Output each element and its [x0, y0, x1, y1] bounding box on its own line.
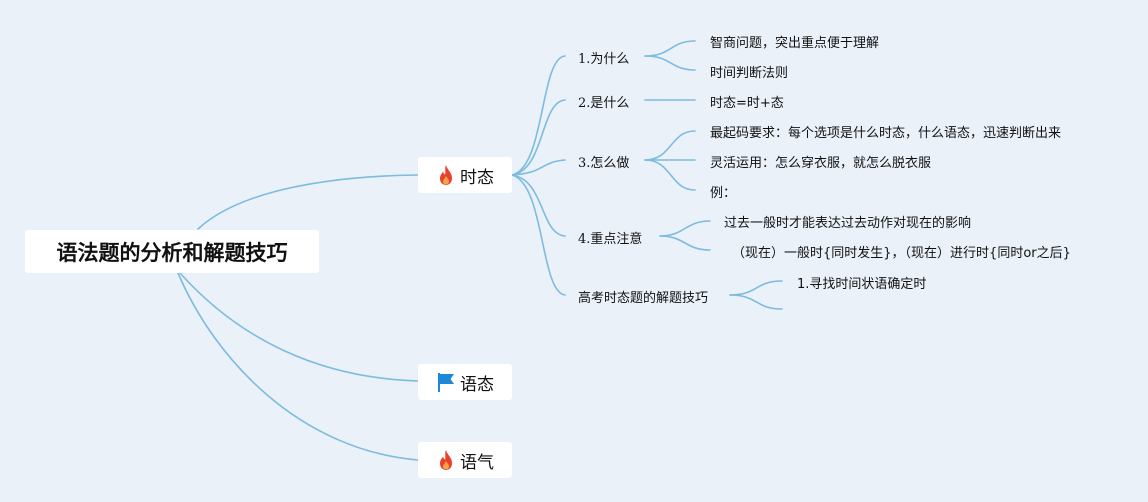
- leaf-attention-2[interactable]: （现在）一般时{同时发生}，（现在）进行时{同时or之后}: [732, 246, 1071, 261]
- connector-how-item3: [644, 159, 696, 191]
- subtopic-attention[interactable]: 4.重点注意: [578, 232, 643, 247]
- connector-root-mood: [177, 272, 419, 461]
- connector-how-item1: [644, 130, 696, 161]
- connector-why-item1: [644, 40, 696, 57]
- connector-tense-why: [511, 55, 566, 176]
- connector-tense-how: [511, 159, 566, 176]
- leaf-why-2[interactable]: 时间判断法则: [710, 66, 789, 81]
- connector-skills-item2: [729, 294, 783, 310]
- branch-voice-label: 语态: [460, 374, 494, 395]
- connector-why-item2: [644, 55, 696, 71]
- leaf-why-1[interactable]: 智商问题，突出重点便于理解: [710, 36, 880, 51]
- branch-mood[interactable]: 语气: [418, 442, 512, 478]
- leaf-what-1[interactable]: 时态=时+态: [710, 96, 784, 111]
- subtopic-what[interactable]: 2.是什么: [578, 96, 630, 111]
- connector-attention-item2: [659, 235, 711, 251]
- leaf-skills-1[interactable]: 1.寻找时间状语确定时: [797, 277, 927, 292]
- connector-skills-item1: [729, 280, 783, 296]
- flag-icon: [436, 371, 456, 393]
- connector-tense-attention: [511, 174, 566, 237]
- connector-root-voice: [179, 272, 419, 382]
- branch-tense-label: 时态: [460, 167, 494, 188]
- connector-attention-item1: [659, 220, 711, 237]
- fire-icon: [436, 449, 456, 471]
- leaf-how-1[interactable]: 最起码要求：每个选项是什么时态，什么语态，迅速判断出来: [710, 126, 1062, 141]
- leaf-how-3[interactable]: 例：: [710, 186, 737, 201]
- connector-tense-skills: [511, 174, 566, 296]
- root-topic-label: 语法题的分析和解题技巧: [56, 240, 288, 265]
- subtopic-exam-skills[interactable]: 高考时态题的解题技巧: [578, 291, 709, 306]
- connector-tense-what: [511, 99, 566, 176]
- branch-tense[interactable]: 时态: [418, 157, 512, 193]
- branch-mood-label: 语气: [460, 452, 494, 473]
- leaf-attention-1[interactable]: 过去一般时才能表达过去动作对现在的影响: [724, 216, 972, 231]
- branch-voice[interactable]: 语态: [418, 364, 512, 400]
- leaf-how-2[interactable]: 灵活运用：怎么穿衣服，就怎么脱衣服: [710, 156, 932, 171]
- subtopic-how[interactable]: 3.怎么做: [578, 156, 630, 171]
- subtopic-why[interactable]: 1.为什么: [578, 52, 630, 67]
- connector-root-tense: [197, 174, 419, 230]
- root-topic[interactable]: 语法题的分析和解题技巧: [25, 230, 319, 273]
- fire-icon: [436, 164, 456, 186]
